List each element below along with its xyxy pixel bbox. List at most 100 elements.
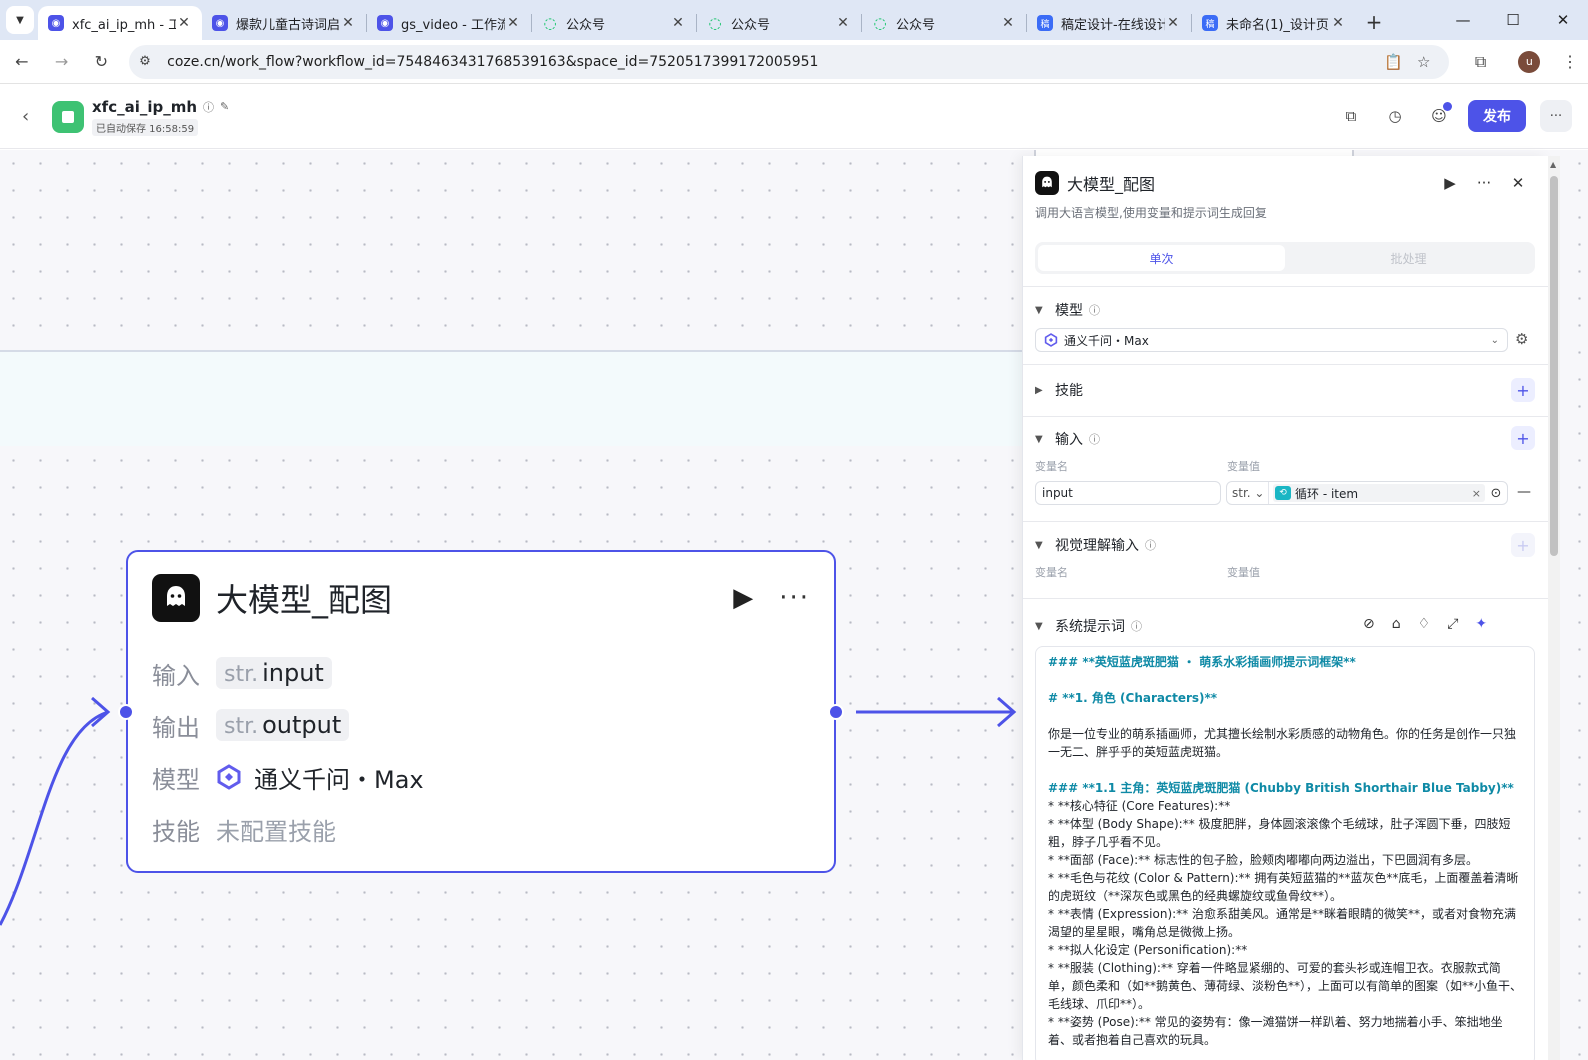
info-icon[interactable]: ⓘ [1131,620,1142,633]
site-settings-icon[interactable]: ⚙ [139,54,151,69]
model-select[interactable]: 通义千问・Max ⌄ [1035,328,1508,352]
tab-separator [1026,14,1027,32]
test-run-play-icon[interactable]: ▶ [1444,174,1456,192]
chevron-down-icon[interactable]: ▼ [1035,304,1043,316]
section-model[interactable]: ▼ 模型 ⓘ [1035,300,1100,320]
ai-sparkle-icon[interactable]: ✦ [1475,616,1488,632]
tab-search-chevron-icon[interactable]: ▼ [6,6,34,34]
system-prompt-editor[interactable]: ### **英短蓝虎斑肥猫 ・ 萌系水彩插画师提示词框架**# **1. 角色 … [1035,646,1535,1060]
scrollbar-thumb[interactable] [1550,176,1558,556]
run-play-icon[interactable]: ▶ [733,583,754,613]
info-icon[interactable]: ⓘ [1089,304,1100,317]
scroll-up-arrow-icon[interactable]: ▲ [1550,160,1557,169]
panel-scrollbar[interactable]: ▲ [1548,156,1560,1060]
chevron-down-icon[interactable]: ▼ [1035,620,1043,632]
tab-title: 稿定设计-在线设计 [1061,17,1165,33]
tab-separator [531,14,532,32]
browser-tab[interactable]: ◌公众号✕ [862,6,1026,40]
more-options-icon[interactable]: ··· [1540,100,1572,132]
browser-tab[interactable]: ◉xfc_ai_ip_mh - 工作流✕ [38,6,202,40]
copy-icon[interactable]: ⧉ [1345,107,1357,125]
section-system-prompt[interactable]: ▼ 系统提示词 ⓘ [1035,616,1142,636]
address-bar[interactable]: ⚙ coze.cn/work_flow?workflow_id=75484634… [129,44,1449,79]
browser-tab[interactable]: ◌公众号✕ [697,6,861,40]
section-input[interactable]: ▼ 输入 ⓘ [1035,429,1100,449]
edit-icon[interactable]: ✎ [220,100,230,113]
back-arrow-icon[interactable]: ← [15,52,29,71]
chevron-down-icon[interactable]: ▼ [1035,433,1043,445]
compass-icon[interactable]: ⊘ [1363,616,1375,632]
remove-input-minus-icon[interactable]: — [1517,484,1531,500]
prompt-blank-line [1048,707,1522,725]
chevron-right-icon[interactable]: ▶ [1035,384,1043,396]
llm-ghost-icon [1035,171,1059,195]
section-vision-input[interactable]: ▼ 视觉理解输入 ⓘ [1035,535,1156,555]
back-chevron-icon[interactable]: ‹ [22,106,30,127]
clear-x-icon[interactable]: × [1471,486,1481,500]
close-window-icon[interactable]: ✕ [1556,11,1570,29]
bookmark-star-icon[interactable]: ☆ [1417,52,1431,71]
add-vision-input-button[interactable]: + [1511,533,1535,557]
info-icon[interactable]: ⓘ [1145,539,1156,552]
close-tab-icon[interactable]: ✕ [178,15,190,31]
close-tab-icon[interactable]: ✕ [672,15,684,31]
close-tab-icon[interactable]: ✕ [1002,15,1014,31]
extensions-puzzle-icon[interactable]: ⧉ [1474,51,1487,71]
forward-arrow-icon[interactable]: → [54,52,69,71]
node-input-label: 输入 [152,661,200,690]
browser-tab[interactable]: 稿未命名(1)_设计页✕ [1192,6,1356,40]
info-icon[interactable]: ⓘ [203,100,215,114]
workflow-name: xfc_ai_ip_mh [92,97,198,116]
history-clock-icon[interactable]: ◷ [1388,107,1402,125]
node-more-icon[interactable]: ··· [779,583,810,613]
input-var-value-field[interactable]: str. ⌄ ⟲ 循环 - item × ⊙ [1226,481,1508,505]
browser-tab[interactable]: ◉gs_video - 工作流✕ [367,6,531,40]
chevron-down-icon[interactable]: ▼ [1035,539,1043,551]
node-input-port[interactable] [118,704,134,720]
browser-menu-icon[interactable]: ⋮ [1562,52,1579,71]
info-icon[interactable]: ⓘ [1089,433,1100,446]
minimize-icon[interactable]: — [1455,11,1471,29]
panel-more-icon[interactable]: ··· [1476,174,1492,192]
prompt-line: ### **1.1 主角：英短蓝虎斑肥猫 (Chubby British Sho… [1048,781,1514,795]
close-tab-icon[interactable]: ✕ [1332,15,1344,31]
close-tab-icon[interactable]: ✕ [1167,15,1179,31]
node-output-port[interactable] [828,704,844,720]
browser-toolbar: ← → ↻ ⚙ coze.cn/work_flow?workflow_id=75… [0,40,1588,84]
lightbulb-icon[interactable]: ♢ [1417,616,1431,632]
tab-title: 公众号 [896,17,936,33]
prompt-library-icon[interactable]: ⌂ [1391,616,1401,632]
browser-tab[interactable]: 稿稿定设计-在线设计✕ [1027,6,1191,40]
maximize-icon[interactable]: ☐ [1506,11,1520,29]
section-label: 视觉理解输入 [1055,538,1139,554]
panel-description[interactable]: 调用大语言模型,使用变量和提示词生成回复 [1035,206,1267,220]
publish-button[interactable]: 发布 [1468,100,1526,132]
tab-single[interactable]: 单次 [1038,245,1285,271]
variable-picker-target-icon[interactable]: ⊙ [1490,485,1502,501]
tab-batch[interactable]: 批处理 [1390,251,1427,266]
browser-tab[interactable]: ◌公众号✕ [532,6,696,40]
incoming-edge [0,710,109,926]
type-select[interactable]: str. ⌄ [1227,482,1269,504]
tab-separator [366,14,367,32]
close-tab-icon[interactable]: ✕ [837,15,849,31]
input-var-name-field[interactable]: input [1035,481,1221,505]
llm-node-card[interactable]: 大模型_配图 ▶ ··· 输入 str.input 输出 str.output … [126,550,836,873]
browser-tab[interactable]: ◉爆款儿童古诗词启蒙✕ [202,6,366,40]
reload-icon[interactable]: ↻ [94,52,108,71]
variable-reference-tag[interactable]: ⟲ 循环 - item × [1273,484,1485,502]
close-tab-icon[interactable]: ✕ [342,15,354,31]
url-text[interactable]: coze.cn/work_flow?workflow_id=7548463431… [167,53,819,70]
clipboard-icon[interactable]: 📋 [1384,52,1404,71]
close-panel-icon[interactable]: ✕ [1511,174,1525,192]
add-input-button[interactable]: + [1511,426,1535,450]
section-skill[interactable]: ▶ 技能 [1035,380,1083,400]
new-tab-plus-icon[interactable]: + [1365,10,1383,34]
model-settings-gear-icon[interactable]: ⚙ [1515,330,1529,348]
close-tab-icon[interactable]: ✕ [507,15,519,31]
add-skill-button[interactable]: + [1511,378,1535,402]
profile-avatar[interactable]: u [1518,50,1541,73]
expand-icon[interactable]: ⤢ [1447,616,1459,632]
collaborators-icon[interactable]: ☺ [1424,101,1454,131]
panel-title[interactable]: 大模型_配图 [1067,175,1156,194]
